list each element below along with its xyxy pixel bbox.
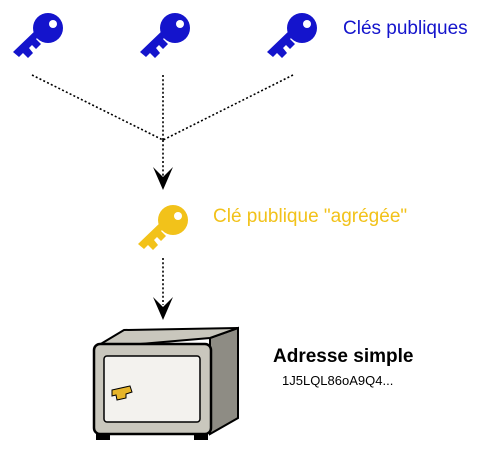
aggregated-key-label: Clé publique "agrégée": [213, 206, 408, 227]
converging-lines: [31, 74, 294, 176]
public-keys-label: Clés publiques: [343, 18, 468, 39]
safe-icon: [92, 326, 239, 440]
public-key-icon-1: [13, 13, 63, 58]
address-value: 1J5LQL86oA9Q4...: [282, 373, 394, 388]
aggregated-key-icon: [138, 205, 188, 250]
public-key-icon-3: [267, 13, 317, 58]
address-title: Adresse simple: [273, 346, 414, 367]
arrow-head-1: [153, 167, 173, 190]
public-key-icon-2: [140, 13, 190, 58]
arrow-head-2: [153, 297, 173, 320]
